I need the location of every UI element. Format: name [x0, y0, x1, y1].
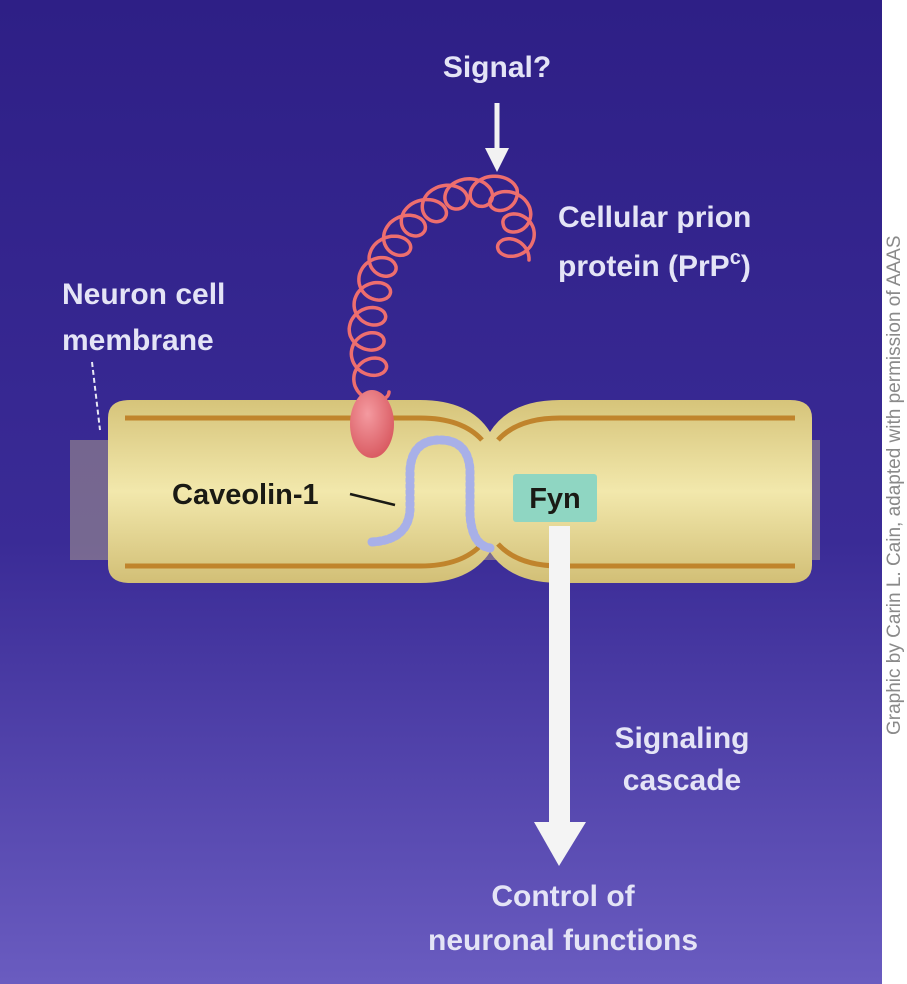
cascade-label-line1: Signaling — [615, 722, 750, 755]
membrane-label-line1: Neuron cell — [62, 278, 225, 311]
control-label-line1: Control of — [491, 880, 635, 913]
cascade-label-line2: cascade — [623, 764, 741, 797]
prion-label-line1: Cellular prion — [558, 201, 751, 234]
prion-label-end: ) — [741, 250, 751, 283]
fyn-label: Fyn — [529, 483, 581, 515]
prion-label-superscript: c — [730, 247, 741, 269]
prion-gpi-anchor — [350, 390, 394, 458]
membrane-label-line2: membrane — [62, 324, 214, 357]
graphic-credit: Graphic by Carin L. Cain, adapted with p… — [884, 235, 905, 735]
prion-label-line2: protein (PrPc) — [558, 247, 751, 283]
caveolin-label: Caveolin-1 — [172, 479, 319, 511]
signal-label: Signal? — [443, 51, 551, 84]
prion-label-line2-text: protein (PrP — [558, 250, 730, 283]
control-label-line2: neuronal functions — [428, 924, 698, 957]
